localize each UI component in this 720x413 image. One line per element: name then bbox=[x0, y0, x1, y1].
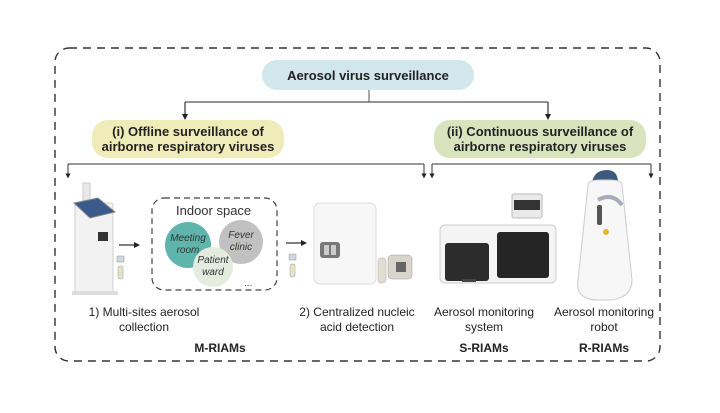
site-label: clinic bbox=[229, 242, 253, 253]
site-label: Patient bbox=[197, 255, 229, 266]
offline-label-line2: airborne respiratory viruses bbox=[101, 139, 275, 154]
caption-nucleic-acid-detection: 2) Centralized nucleic acid detection bbox=[292, 305, 422, 335]
root-title: Aerosol virus surveillance bbox=[287, 67, 449, 83]
caption-line: acid detection bbox=[319, 320, 395, 334]
caption-line: 2) Centralized nucleic bbox=[299, 305, 415, 319]
monitoring-system-icon bbox=[439, 193, 557, 284]
indoor-space-label: Indoor space bbox=[176, 203, 252, 218]
continuous-label-line1: (ii) Continuous surveillance of bbox=[446, 124, 634, 139]
caption-multi-site-collection: 1) Multi-sites aerosol collection bbox=[74, 305, 214, 335]
continuous-surveillance-node: (ii) Continuous surveillance of airborne… bbox=[434, 120, 646, 158]
sample-tube-icon bbox=[288, 253, 297, 278]
site-label: Meeting bbox=[170, 233, 206, 244]
dashed-frame bbox=[54, 47, 661, 362]
caption-line: Aerosol monitoring bbox=[433, 305, 535, 319]
caption-line: robot bbox=[590, 320, 618, 334]
caption-line: 1) Multi-sites aerosol bbox=[88, 305, 200, 319]
caption-line: collection bbox=[118, 320, 170, 334]
site-label: Fever bbox=[228, 230, 254, 241]
site-label: room bbox=[176, 245, 200, 256]
more-sites-ellipsis: ... bbox=[244, 278, 253, 289]
nucleic-acid-analyzer-icon bbox=[313, 202, 413, 285]
category-m-riams: M-RIAMs bbox=[194, 341, 246, 355]
category-r-riams: R-RIAMs bbox=[579, 341, 629, 355]
aerosol-sampler-icon bbox=[72, 182, 118, 295]
sample-tube-icon bbox=[116, 255, 125, 280]
continuous-label-line2: airborne respiratory viruses bbox=[453, 139, 627, 154]
root-node: Aerosol virus surveillance bbox=[262, 60, 474, 90]
site-label: ward bbox=[202, 267, 224, 278]
caption-monitoring-system: Aerosol monitoring system bbox=[428, 305, 540, 335]
monitoring-robot-icon bbox=[577, 170, 633, 301]
caption-monitoring-robot: Aerosol monitoring robot bbox=[548, 305, 660, 335]
offline-surveillance-node: (i) Offline surveillance of airborne res… bbox=[92, 120, 284, 158]
indoor-space-frame bbox=[151, 197, 278, 291]
offline-label-line1: (i) Offline surveillance of bbox=[112, 124, 264, 139]
caption-line: Aerosol monitoring bbox=[553, 305, 655, 319]
caption-line: system bbox=[464, 320, 503, 334]
category-s-riams: S-RIAMs bbox=[459, 341, 509, 355]
